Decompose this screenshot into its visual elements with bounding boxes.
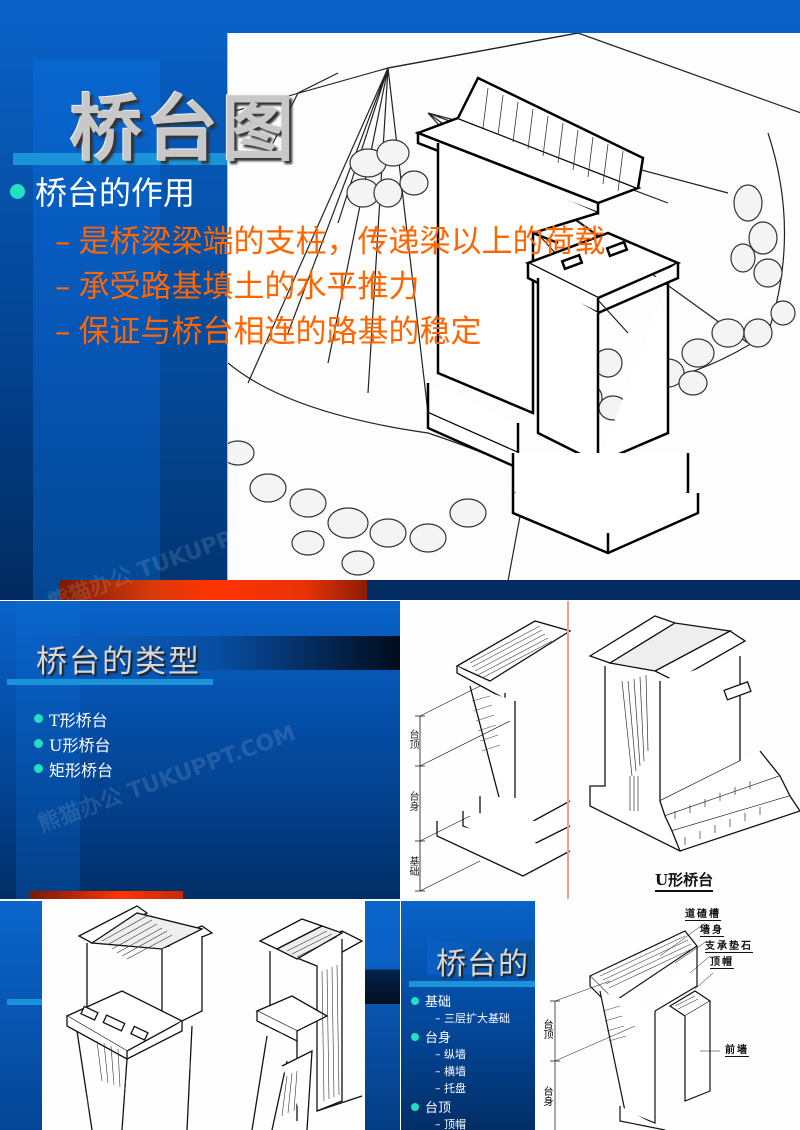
bullet-dot-icon bbox=[411, 1102, 419, 1111]
title-underline-bar bbox=[7, 679, 213, 685]
callout-label: 道碴槽 bbox=[685, 905, 721, 921]
bullet-dot-icon bbox=[411, 996, 419, 1005]
outline-item: 台顶 bbox=[411, 1097, 510, 1116]
callout-label: 支承垫石 bbox=[705, 937, 753, 953]
sub-bullet-text: 是桥梁梁端的支柱，传递梁以上的荷载 bbox=[78, 224, 606, 260]
sub-bullet-text: 保证与桥台相连的路基的稳定 bbox=[78, 314, 482, 350]
outline-item: 台身 bbox=[411, 1027, 510, 1046]
slide-3-drawings: 熊猫办公 TUKUPPT.COM bbox=[0, 901, 400, 1130]
callout-label: 顶帽 bbox=[710, 953, 734, 969]
list-item-text: T形桥台 bbox=[49, 710, 108, 730]
figure-caption: U形桥台 bbox=[655, 869, 714, 892]
labeled-abutment-illustration: 道碴槽 墙身 支承垫石 顶帽 前墙 台顶 台身 bbox=[535, 901, 800, 1130]
components-outline: 基础 – 三层扩大基础 台身 – 纵墙 – 横墙 – 托盘 台顶 – 顶帽 bbox=[411, 991, 510, 1130]
callout-label: 前墙 bbox=[725, 1041, 749, 1057]
decor-stripe bbox=[365, 901, 400, 1130]
dimension-label: 台顶 bbox=[407, 729, 418, 749]
decor-stripe bbox=[33, 60, 160, 600]
outline-subitem-text: 托盘 bbox=[444, 1082, 466, 1095]
slide-title: 桥台的 bbox=[436, 947, 529, 982]
title-underline-bar bbox=[409, 981, 535, 987]
title-underline-bar bbox=[7, 999, 47, 1005]
outline-subitem-text: 纵墙 bbox=[444, 1048, 466, 1061]
red-divider-line bbox=[567, 601, 569, 899]
dimension-label: 台顶 bbox=[541, 1019, 552, 1039]
outline-item-text: 台顶 bbox=[425, 1101, 452, 1116]
outline-subitem: – 托盘 bbox=[435, 1082, 466, 1095]
types-list: T形桥台 U形桥台 矩形桥台 bbox=[34, 706, 113, 781]
list-item: U形桥台 bbox=[34, 731, 113, 756]
decor-stripe bbox=[160, 60, 227, 600]
abutment-pair-illustration bbox=[42, 901, 365, 1130]
sub-bullet-text: 承受路基填土的水平推力 bbox=[78, 269, 420, 305]
bullet-dot-icon bbox=[411, 1032, 419, 1041]
red-accent-bar bbox=[30, 891, 183, 899]
outline-item: 基础 bbox=[411, 991, 510, 1010]
slide-4-text-panel: 桥台的 基础 – 三层扩大基础 台身 – 纵墙 – 横墙 – 托盘 台顶 – 顶… bbox=[401, 901, 535, 1130]
red-accent-bar bbox=[60, 580, 367, 600]
slide-4-abutment-components: 桥台的 基础 – 三层扩大基础 台身 – 纵墙 – 横墙 – 托盘 台顶 – 顶… bbox=[401, 901, 800, 1130]
list-item-text: 矩形桥台 bbox=[49, 760, 114, 780]
dash-icon: – bbox=[55, 314, 71, 350]
slide-1-bridge-abutment-diagram: 桥台图 桥台的作用 –是桥梁梁端的支柱，传递梁以上的荷载 –承受路基填土的水平推… bbox=[0, 0, 800, 600]
bullet-dot-icon bbox=[34, 764, 43, 773]
outline-subitem: – 三层扩大基础 bbox=[435, 1012, 510, 1025]
outline-subitem: – 纵墙 bbox=[435, 1048, 466, 1061]
slide-title: 桥台的类型 bbox=[36, 644, 201, 680]
slide-title: 桥台图 bbox=[70, 87, 299, 171]
dash-icon: – bbox=[55, 224, 71, 260]
sub-bullet: –保证与桥台相连的路基的稳定 bbox=[55, 306, 482, 351]
bullet-dot-icon bbox=[34, 714, 43, 723]
title-band bbox=[33, 636, 400, 670]
bullet-main-text: 桥台的作用 bbox=[35, 174, 196, 212]
footer-strip bbox=[367, 580, 800, 600]
outline-item-text: 基础 bbox=[425, 995, 452, 1010]
callout-label: 墙身 bbox=[700, 921, 724, 937]
abutment-illustration bbox=[227, 33, 800, 581]
list-item-text: U形桥台 bbox=[49, 735, 111, 755]
dash-icon: – bbox=[55, 269, 71, 305]
dimension-label: 台身 bbox=[541, 1086, 552, 1106]
outline-subitem-text: 横墙 bbox=[444, 1065, 466, 1078]
title-underline-bar bbox=[13, 153, 227, 165]
title-band bbox=[427, 941, 535, 975]
outline-item-text: 台身 bbox=[425, 1031, 452, 1046]
bullet-dot-icon bbox=[34, 739, 43, 748]
list-item: 矩形桥台 bbox=[34, 756, 113, 781]
outline-subitem-text: 顶帽 bbox=[444, 1118, 466, 1130]
bullet-dot-icon bbox=[10, 183, 25, 199]
dimension-label: 基础 bbox=[407, 856, 418, 876]
sub-bullet: –承受路基填土的水平推力 bbox=[55, 261, 420, 306]
slide-2-abutment-types: 桥台的类型 T形桥台 U形桥台 矩形桥台 熊猫办公 TUKUPPT.COM bbox=[0, 601, 400, 899]
decor-stripe bbox=[0, 901, 42, 1130]
outline-subitem-text: 三层扩大基础 bbox=[444, 1012, 510, 1025]
sub-bullet: –是桥梁梁端的支柱，传递梁以上的荷载 bbox=[55, 216, 606, 261]
outline-subitem: – 横墙 bbox=[435, 1065, 466, 1078]
decor-stripe bbox=[0, 0, 33, 600]
dimension-label: 台身 bbox=[407, 791, 418, 811]
list-item: T形桥台 bbox=[34, 706, 113, 731]
bullet-main: 桥台的作用 bbox=[10, 168, 195, 214]
slide-2-drawings: 台顶 台身 基础 U形桥台 bbox=[400, 601, 800, 899]
outline-subitem: – 顶帽 bbox=[435, 1118, 466, 1130]
